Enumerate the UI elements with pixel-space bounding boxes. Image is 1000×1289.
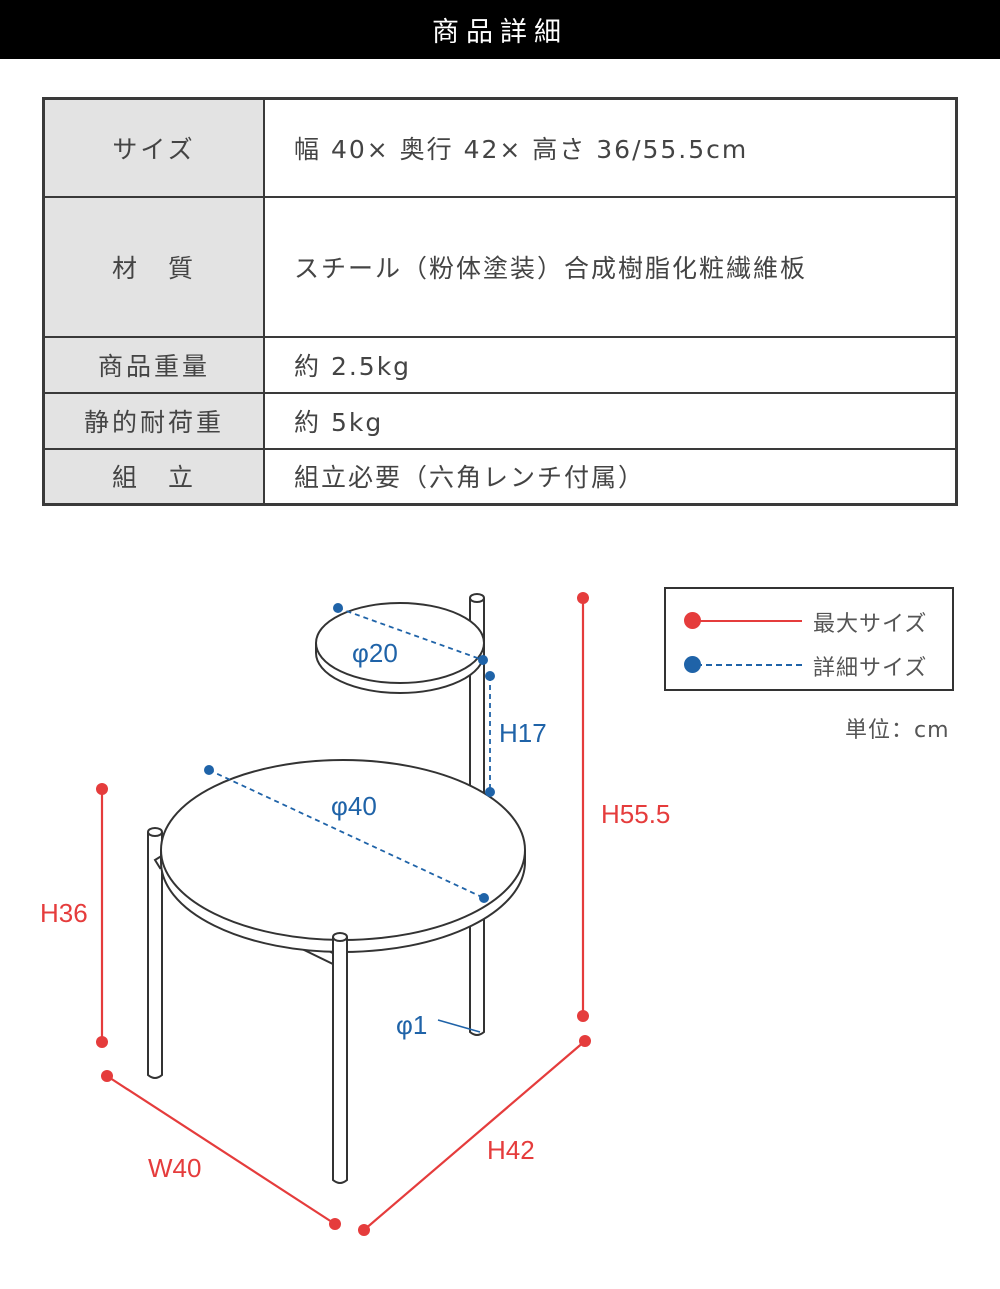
unit-label: 単位：cm bbox=[845, 718, 950, 743]
dimension-dot bbox=[577, 592, 589, 604]
dimension-dot bbox=[101, 1070, 113, 1082]
legend-dot-blue bbox=[684, 656, 701, 673]
legend-line-solid bbox=[696, 620, 802, 622]
spec-value-load: 約 5kg bbox=[263, 391, 958, 450]
legend-box: 最大サイズ 詳細サイズ bbox=[664, 587, 954, 691]
dimension-dot bbox=[96, 783, 108, 795]
front-leg-cap bbox=[332, 932, 348, 942]
top-height-label: H17 bbox=[499, 718, 547, 748]
legend-label-detail: 詳細サイズ bbox=[813, 656, 928, 681]
legend-item-detail: 詳細サイズ bbox=[666, 650, 952, 681]
dimension-dot bbox=[479, 893, 489, 903]
table-drawing bbox=[147, 593, 526, 1184]
table-dimension-diagram: φ20 H17 φ40 φ1 H55.5 H36 W40 H42 bbox=[40, 592, 670, 1236]
dimension-dot bbox=[485, 787, 495, 797]
spec-value-assembly: 組立必要（六角レンチ付属） bbox=[263, 447, 958, 506]
table-row: 静的耐荷重 約 5kg bbox=[42, 391, 958, 450]
rear-leg-cap bbox=[469, 593, 485, 603]
spec-label-load: 静的耐荷重 bbox=[42, 391, 265, 450]
spec-label-weight: 商品重量 bbox=[42, 335, 265, 394]
upper-tier-top bbox=[315, 602, 485, 684]
dimension-dot bbox=[577, 1010, 589, 1022]
width-label: W40 bbox=[148, 1153, 201, 1183]
leg-diameter-label: φ1 bbox=[396, 1010, 427, 1040]
left-leg-cap bbox=[147, 827, 163, 837]
dimension-dot bbox=[329, 1218, 341, 1230]
table-row: 材 質 スチール（粉体塗装）合成樹脂化粧繊維板 bbox=[42, 195, 958, 338]
spec-label-size: サイズ bbox=[42, 97, 265, 198]
top-diameter-label: φ20 bbox=[352, 638, 398, 668]
dimension-dot bbox=[204, 765, 214, 775]
table-row: サイズ 幅 40× 奥行 42× 高さ 36/55.5cm bbox=[42, 97, 958, 198]
legend-label-max: 最大サイズ bbox=[813, 612, 928, 637]
spec-value-material: スチール（粉体塗装）合成樹脂化粧繊維板 bbox=[263, 195, 958, 338]
dimension-dot bbox=[579, 1035, 591, 1047]
legend-dot-red bbox=[684, 612, 701, 629]
spec-value-size: 幅 40× 奥行 42× 高さ 36/55.5cm bbox=[263, 97, 958, 198]
table-height-label: H36 bbox=[40, 898, 88, 928]
left-leg bbox=[147, 832, 163, 1079]
dimension-dot bbox=[96, 1036, 108, 1048]
main-diameter-label: φ40 bbox=[331, 791, 377, 821]
total-height-label: H55.5 bbox=[601, 799, 670, 829]
dimension-dot bbox=[333, 603, 343, 613]
front-leg bbox=[332, 937, 348, 1184]
detail-dimensions: φ20 H17 φ40 φ1 bbox=[204, 603, 547, 1040]
legend-item-max: 最大サイズ bbox=[666, 606, 952, 637]
main-tabletop-top bbox=[160, 759, 526, 941]
legend-line-dashed bbox=[696, 664, 802, 666]
spec-table: サイズ 幅 40× 奥行 42× 高さ 36/55.5cm 材 質 スチール（粉… bbox=[42, 97, 958, 506]
table-row: 組 立 組立必要（六角レンチ付属） bbox=[42, 447, 958, 506]
page-title: 商品詳細 bbox=[432, 17, 568, 48]
dimension-dot bbox=[478, 655, 488, 665]
max-dimensions: H55.5 H36 W40 H42 bbox=[40, 592, 670, 1236]
depth-label: H42 bbox=[487, 1135, 535, 1165]
table-row: 商品重量 約 2.5kg bbox=[42, 335, 958, 394]
spec-label-material: 材 質 bbox=[42, 195, 265, 338]
dimension-dot bbox=[358, 1224, 370, 1236]
spec-label-assembly: 組 立 bbox=[42, 447, 265, 506]
spec-value-weight: 約 2.5kg bbox=[263, 335, 958, 394]
header-bar: 商品詳細 bbox=[0, 0, 1000, 59]
dimension-dot bbox=[485, 671, 495, 681]
